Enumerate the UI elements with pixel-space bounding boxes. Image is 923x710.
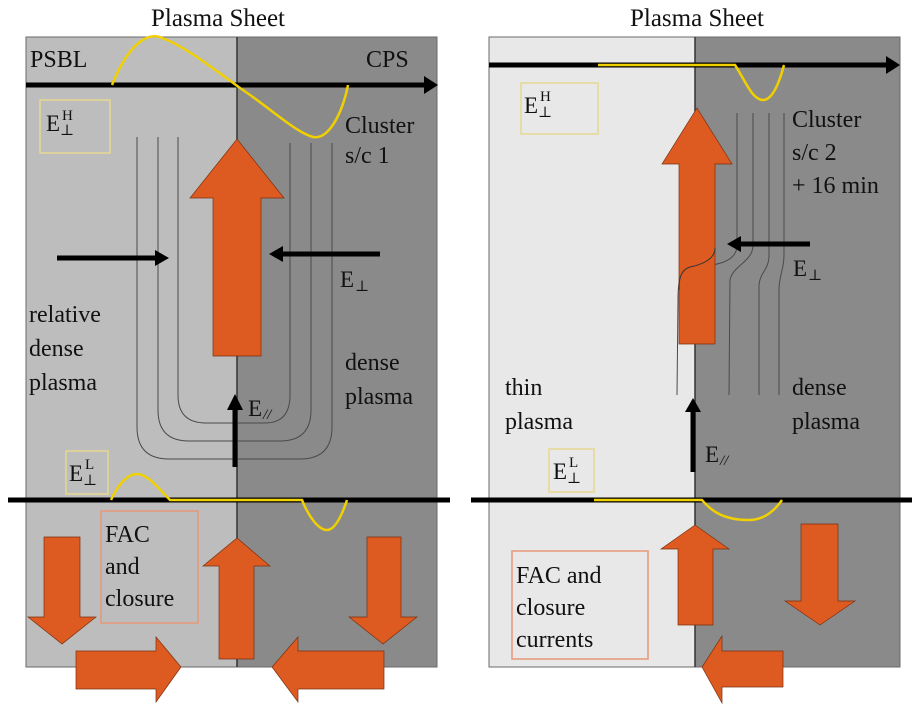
svg-text:plasma: plasma <box>505 409 573 435</box>
svg-text:⊥: ⊥ <box>808 268 822 284</box>
lower-current-arrows <box>26 536 419 704</box>
psbl-region <box>26 37 237 189</box>
left-panel: Plasma Sheet PSBL CPS E ⊥ H Cluster s/c … <box>8 5 450 704</box>
svg-text:E: E <box>340 267 354 292</box>
thin-plasma-label: thin plasma <box>505 375 573 435</box>
fac-closure-label: FAC and closure <box>105 522 174 612</box>
right-panel-title: Plasma Sheet <box>630 5 764 32</box>
e-high-label-right: E ⊥ H <box>524 89 552 121</box>
dense-plasma-label: dense plasma <box>345 350 413 410</box>
svg-text:plasma: plasma <box>792 409 860 435</box>
lower-current-arrows-right <box>659 523 857 705</box>
e-par-arrowhead-icon <box>227 394 243 410</box>
field-line-kink-over-arrow <box>678 247 716 291</box>
svg-text:E: E <box>46 111 60 136</box>
svg-text:L: L <box>85 457 94 473</box>
svg-text:H: H <box>540 89 551 105</box>
e-low-box-right <box>548 448 595 493</box>
e-high-box-right <box>520 82 599 135</box>
fac-closure-currents-label: FAC and closure currents <box>516 563 602 653</box>
svg-text:⊥: ⊥ <box>567 471 581 487</box>
e-high-label: E ⊥ H <box>46 108 74 139</box>
e-low-label: E ⊥ L <box>69 457 97 489</box>
left-panel-title: Plasma Sheet <box>151 5 285 32</box>
up-arrow-right-panel <box>659 524 731 626</box>
svg-text:and: and <box>105 554 140 580</box>
svg-text:⊥: ⊥ <box>60 123 74 139</box>
e-par-label: E // <box>248 396 273 423</box>
svg-text:⊥: ⊥ <box>355 279 369 295</box>
svg-text:relative: relative <box>29 302 101 328</box>
spacecraft-label-line1-right: Cluster <box>792 107 861 133</box>
svg-text:⊥: ⊥ <box>538 105 552 121</box>
thin-plasma-region <box>489 37 695 667</box>
relative-dense-plasma-label: relative dense plasma <box>29 302 101 396</box>
e-perp-arrowhead-left-right-icon <box>727 236 741 252</box>
svg-text:dense: dense <box>345 350 400 376</box>
top-axis-arrowhead-icon <box>424 76 438 94</box>
down-arrow-right-panel <box>783 523 857 626</box>
e-low-box <box>65 450 109 495</box>
dense-plasma-label-right: dense plasma <box>792 375 860 435</box>
spacecraft-label-line2-right: s/c 2 <box>792 140 837 166</box>
fac-box-right <box>511 550 649 660</box>
e-par-label-right: E // <box>705 442 730 469</box>
top-axis-arrowhead-right-icon <box>886 56 900 74</box>
svg-text:E: E <box>705 442 719 467</box>
upward-current-arrow <box>189 138 285 357</box>
spacecraft-label-line2: s/c 1 <box>345 143 390 169</box>
svg-text:plasma: plasma <box>345 384 413 410</box>
down-arrow-left <box>26 536 98 645</box>
svg-text:FAC: FAC <box>105 522 150 548</box>
down-arrow-right <box>347 536 419 645</box>
fac-box <box>100 510 199 624</box>
e-perp-arrowhead-right-icon <box>155 250 169 266</box>
svg-text://: // <box>719 453 730 469</box>
svg-text:plasma: plasma <box>29 370 97 396</box>
svg-text:E: E <box>553 459 567 484</box>
svg-text:H: H <box>62 108 73 124</box>
svg-text:E: E <box>793 256 807 281</box>
svg-text:⊥: ⊥ <box>83 473 97 489</box>
e-low-curve <box>109 472 349 532</box>
spacecraft-label-line1: Cluster <box>345 113 414 139</box>
spacecraft-label-line3-right: + 16 min <box>792 173 879 199</box>
svg-text:dense: dense <box>29 336 84 362</box>
e-par-arrowhead-right-icon <box>685 398 701 412</box>
svg-text:currents: currents <box>516 627 593 653</box>
svg-text:E: E <box>524 93 538 118</box>
e-high-box <box>39 99 111 154</box>
svg-text:closure: closure <box>105 586 174 612</box>
e-high-curve-right <box>598 63 786 102</box>
left-panel-border <box>25 36 438 668</box>
up-arrow-center <box>202 537 271 660</box>
right-panel: Plasma Sheet E ⊥ H Cluster s/c 2 + 16 mi… <box>471 5 912 705</box>
left-arrow <box>271 636 385 704</box>
svg-text:E: E <box>248 396 262 421</box>
e-perp-label-right: E ⊥ <box>793 256 822 284</box>
e-perp-arrowhead-left-icon <box>269 246 283 262</box>
e-perp-label: E ⊥ <box>340 267 369 295</box>
svg-text:FAC and: FAC and <box>516 563 602 589</box>
svg-text:thin: thin <box>505 375 542 401</box>
cps-region <box>237 37 437 667</box>
svg-text:closure: closure <box>516 595 585 621</box>
svg-text:dense: dense <box>792 375 847 401</box>
right-arrow <box>75 636 182 704</box>
e-low-label-right: E ⊥ L <box>553 455 581 487</box>
e-low-curve-right <box>594 498 784 522</box>
svg-text:E: E <box>69 461 83 486</box>
e-high-curve <box>110 35 350 139</box>
left-arrow-right-panel <box>701 634 784 705</box>
cps-label: CPS <box>366 47 409 73</box>
psbl-label: PSBL <box>30 47 87 73</box>
svg-text://: // <box>262 407 273 423</box>
svg-text:L: L <box>569 455 578 471</box>
